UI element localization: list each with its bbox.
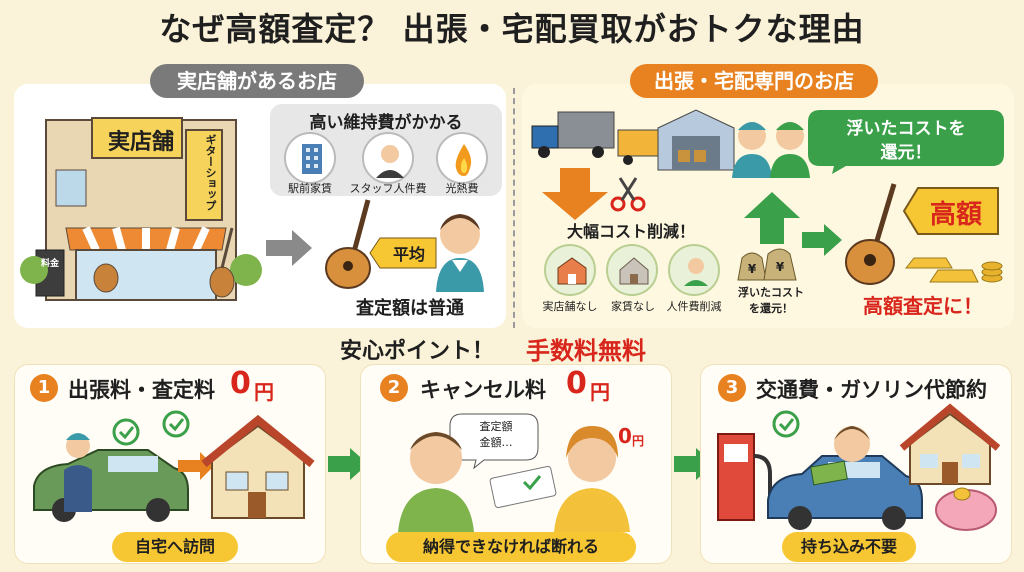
store-sign: 実店舗 <box>107 130 174 155</box>
money-bag-mark-1: ¥ <box>747 262 757 276</box>
money-bag-mark-2: ¥ <box>775 260 785 274</box>
safety-point-label: 安心ポイント！ <box>340 339 495 364</box>
money-note-line-1: 浮いたコスト <box>738 286 804 299</box>
cut-label-no-store: 実店舗なし <box>542 300 598 313</box>
cost-label-utility: 光熱費 <box>445 182 479 195</box>
maintenance-cost-title: 高い維持費がかかる <box>309 113 463 133</box>
point-unit-1: 円 <box>254 380 274 404</box>
high-appraisal-label: 高額査定に！ <box>863 294 983 318</box>
cost-down-arrow-icon <box>542 168 608 220</box>
physical-store-header: 実店舗があるお店 <box>150 64 364 98</box>
woman-price-unit: 円 <box>632 434 645 448</box>
store-side-sign: ギターショップ <box>204 134 217 211</box>
no-fee-highlight: 手数料無料 <box>526 337 646 365</box>
speech-bubble-icon <box>808 110 1004 174</box>
money-bags-icon <box>737 248 797 281</box>
cost-label-staff: スタッフ人件費 <box>349 182 427 195</box>
point-number-2: 2 <box>380 374 408 402</box>
store-illustration-icon <box>20 117 262 301</box>
cost-cut-label: 大幅コスト削減！ <box>566 222 695 241</box>
bubble-line-2: 還元！ <box>880 143 932 163</box>
bubble-line-1: 浮いたコストを <box>846 119 966 139</box>
cancel-scene-icon <box>398 413 630 532</box>
gold-bars-icon <box>904 257 1003 283</box>
building-icon <box>284 132 336 184</box>
green-arrow-1-icon <box>328 448 368 480</box>
warehouse-icon <box>657 109 735 171</box>
cut-label-staff-cut: 人件費削減 <box>666 300 722 313</box>
point-title-2: キャンセル料 <box>420 378 546 402</box>
point-price-2: 0 <box>566 366 587 401</box>
cost-label-rent: 駅前家賃 <box>288 182 332 195</box>
delivery-staff-icon <box>732 122 810 178</box>
money-up-arrow-icon <box>744 192 800 244</box>
store-board-sign: 料金 <box>40 259 59 269</box>
point-bottom-1: 自宅へ訪問 <box>112 532 238 562</box>
point-title-3: 交通費・ガソリン代節約 <box>756 378 987 402</box>
staff-icon <box>362 132 414 184</box>
thinking-bubble-line-1: 査定額 <box>479 420 513 433</box>
point-unit-2: 円 <box>590 380 610 404</box>
utility-flame-icon <box>436 132 488 184</box>
cut-label-no-rent: 家賃なし <box>611 300 655 313</box>
no-rent-icon <box>606 244 658 296</box>
page-title: なぜ高額査定？ 出張・宅配買取がおトクな理由 <box>159 10 865 48</box>
average-price-label: 平均 <box>392 245 425 264</box>
store-staff-icon <box>436 214 484 292</box>
high-price-label: 高額 <box>929 200 982 230</box>
normal-appraisal-label: 査定額は普通 <box>356 298 464 319</box>
save-travel-scene-icon <box>717 403 1001 531</box>
point-bottom-2: 納得できなければ断れる <box>386 532 636 562</box>
green-arrow-icon <box>802 224 842 256</box>
staff-cut-icon <box>668 244 720 296</box>
point-number-1: 1 <box>30 374 58 402</box>
point-bottom-3: 持ち込み不要 <box>782 532 916 562</box>
average-price-tag-icon <box>369 237 437 269</box>
scissors-icon <box>610 177 646 212</box>
point-number-3: 3 <box>718 374 746 402</box>
guitar-icon <box>325 199 371 289</box>
thinking-bubble-line-2: 金額… <box>479 436 513 449</box>
gray-arrow-icon <box>266 230 312 266</box>
section-divider <box>513 88 515 328</box>
guitar-high-icon <box>845 183 897 285</box>
point-price-1: 0 <box>230 366 251 401</box>
visit-car-scene-icon <box>33 410 315 522</box>
point-title-1: 出張料・査定料 <box>68 378 215 402</box>
delivery-store-header: 出張・宅配専門のお店 <box>630 64 878 98</box>
high-price-tag-icon <box>902 187 999 235</box>
woman-price: 0 <box>618 424 632 448</box>
money-note-line-2: を還元！ <box>749 302 793 315</box>
no-store-icon <box>544 244 596 296</box>
